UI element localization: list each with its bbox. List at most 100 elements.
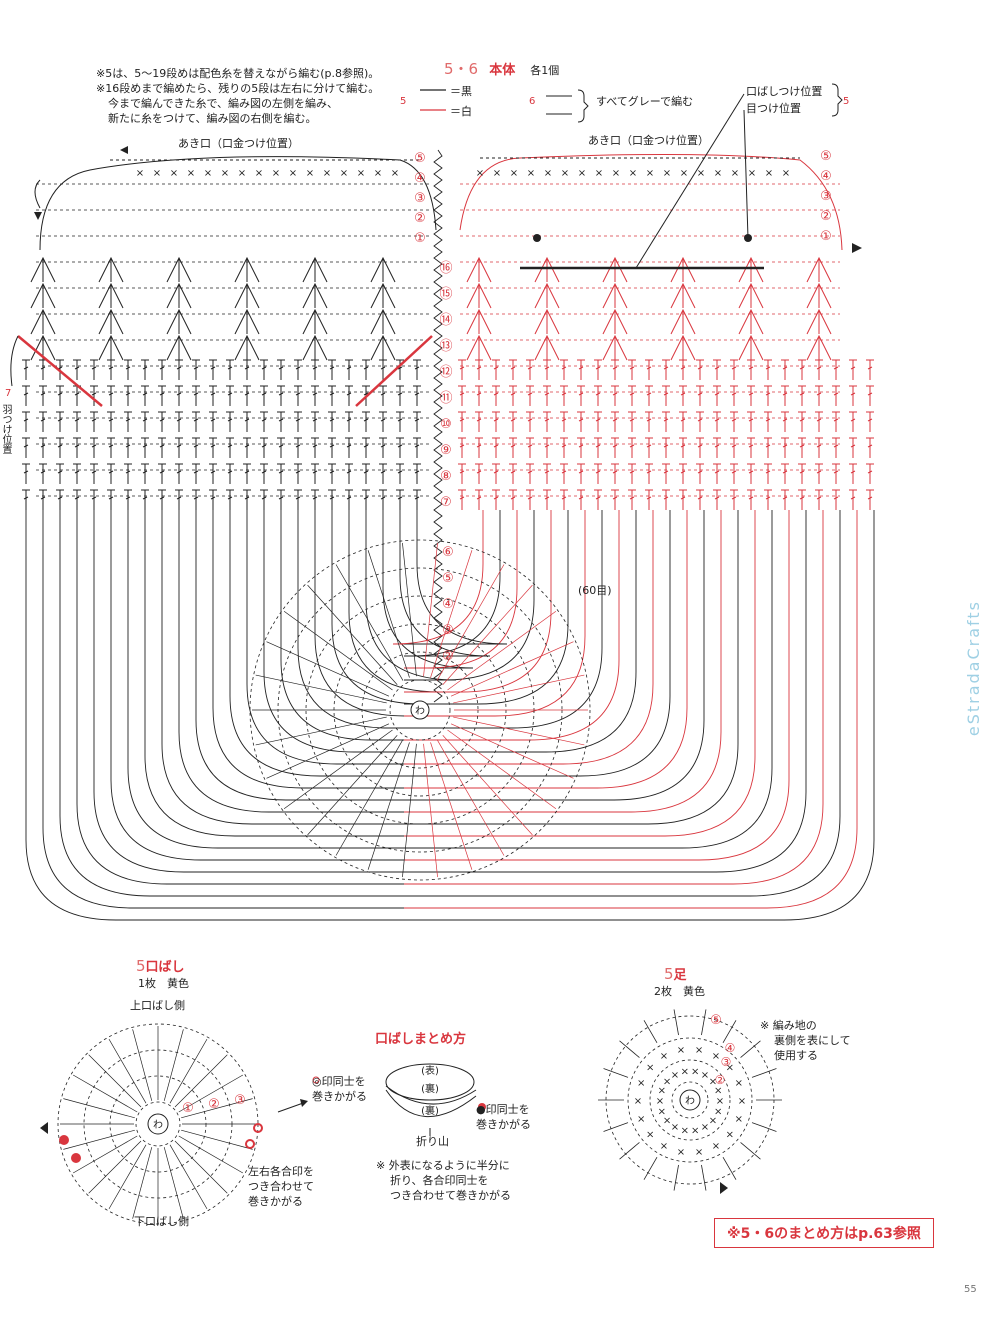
foot-sc: × [637, 1078, 645, 1089]
stitch-bar [57, 392, 63, 396]
stitch-bar [850, 418, 856, 422]
right-row-number: ⑤ [820, 149, 832, 164]
right-stitch-col [679, 359, 687, 510]
stitch-bar [193, 366, 199, 370]
position-num: 5 [843, 96, 850, 107]
stitch-bar [312, 496, 318, 500]
beak-assembly-right-1: ●印同士を [476, 1103, 530, 1116]
stitch-bar [227, 470, 233, 474]
u-curve-left [212, 510, 404, 789]
stitch-bar [867, 470, 873, 474]
stitch-bar [731, 496, 737, 500]
header-notes: ※5は、5〜19段めは配色糸を替えながら編む(p.8参照)。 ※16段めまで編め… [96, 66, 379, 126]
sc-mark: × [510, 168, 518, 179]
round-spoke [307, 584, 398, 685]
stitch-bar [714, 444, 720, 448]
stitch-bar [91, 496, 97, 500]
foot-title: 5足 [664, 964, 687, 983]
stitch-bar [40, 366, 46, 370]
stitch-bar [561, 366, 567, 370]
stitch-bar [782, 418, 788, 422]
beak-join-note-3: 巻きかがる [248, 1195, 303, 1208]
stitch-bar [714, 470, 720, 474]
foot-sc: × [691, 1126, 699, 1137]
stitch-bar [125, 444, 131, 448]
foot-note: ※ 編み地の 裏側を表にして 使用する [760, 1018, 851, 1063]
left-stitch-col [124, 359, 132, 510]
stitch-bar [850, 366, 856, 370]
stitch-bar [476, 366, 482, 370]
u-curve-right [404, 510, 552, 693]
u-curve-left [93, 510, 404, 873]
stitch-bar [261, 444, 267, 448]
stitch-bar [210, 444, 216, 448]
left-dec-row [30, 308, 396, 335]
stitch-bar [108, 470, 114, 474]
eye-dot-left [533, 234, 541, 242]
beak-spoke [132, 1029, 153, 1101]
stitch-bar [680, 392, 686, 396]
stitch-bar [816, 470, 822, 474]
foot-note-3: 使用する [774, 1049, 818, 1062]
stitch-bar [193, 392, 199, 396]
stitch-bar [142, 444, 148, 448]
stitch-bar [459, 392, 465, 396]
mid-row-number: ⑭ [439, 313, 452, 328]
stitch-bar [176, 418, 182, 422]
stitch-bar [476, 444, 482, 448]
stitch-bar [714, 418, 720, 422]
beak-title-num: 5 [136, 957, 146, 975]
stitch-bar [57, 496, 63, 500]
center-seam [433, 149, 443, 703]
mid-row-number: ⑫ [439, 365, 452, 380]
stitch-bar [312, 470, 318, 474]
stitch-bar [510, 392, 516, 396]
stitch-bar [561, 496, 567, 500]
left-stitch-col [243, 359, 251, 510]
u-curve-left [314, 510, 406, 717]
foot-sc: × [735, 1114, 743, 1125]
stitch-bar [833, 470, 839, 474]
stitch-bar [510, 418, 516, 422]
stitch-bar [544, 496, 550, 500]
stitch-bar [414, 392, 420, 396]
stitch-bar [782, 470, 788, 474]
stitch-bar [91, 366, 97, 370]
foot-sc: × [656, 1096, 664, 1107]
stitch-bar [74, 470, 80, 474]
stitch-bar [799, 444, 805, 448]
round-spoke [307, 735, 398, 836]
stitch-bar [629, 496, 635, 500]
stitch-bar [244, 470, 250, 474]
foot-dc [603, 1068, 629, 1078]
sc-mark: × [204, 168, 212, 179]
legend5-white: ＝白 [450, 105, 472, 118]
stitch-bar [363, 470, 369, 474]
stitch-bar [108, 366, 114, 370]
round-spoke [335, 564, 404, 681]
beak-chart [40, 1023, 308, 1225]
sc-mark: × [612, 168, 620, 179]
u-curve-right [404, 510, 637, 753]
u-curve-right [404, 510, 722, 813]
stitch-bar [142, 392, 148, 396]
stitch-bar [578, 392, 584, 396]
base-curves [25, 510, 875, 921]
right-stitch-col [628, 359, 636, 510]
foot-dc [722, 1156, 737, 1180]
stitch-bar [646, 418, 652, 422]
foot-dc [643, 1156, 658, 1180]
right-stitch-col [594, 359, 602, 510]
stitch-bar [329, 418, 335, 422]
legend6-brace [577, 89, 589, 123]
beak-assembly-note-1: ※ 外表になるように半分に [376, 1159, 510, 1172]
legend5-black: ＝黒 [450, 85, 472, 98]
left-stitch-col [226, 359, 234, 510]
right-stitch-col [526, 359, 534, 510]
beak-ring-label: わ [153, 1119, 163, 1131]
stitch-bar [714, 366, 720, 370]
beak-spoke [163, 1029, 184, 1101]
sc-mark: × [765, 168, 773, 179]
right-stitch-col [798, 359, 806, 510]
stitch-bar [108, 496, 114, 500]
